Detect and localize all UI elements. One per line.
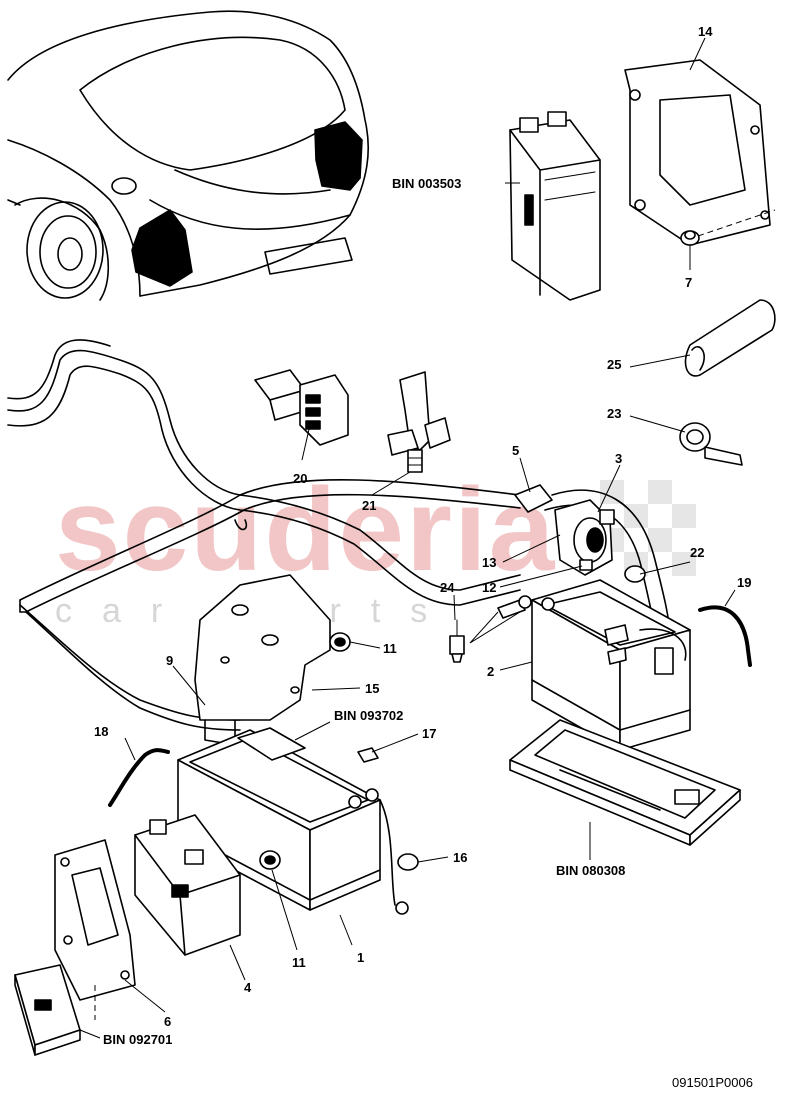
callout-3: 3 bbox=[615, 451, 622, 466]
bin-ref-093702: BIN 093702 bbox=[334, 708, 403, 723]
grommet-11-lower bbox=[259, 850, 281, 870]
callout-21: 21 bbox=[362, 498, 376, 513]
callout-4: 4 bbox=[244, 980, 252, 995]
leader-lines bbox=[79, 37, 736, 1039]
connector-12 bbox=[579, 559, 593, 571]
callout-7: 7 bbox=[685, 275, 692, 290]
battery-2 bbox=[497, 579, 691, 751]
callout-24: 24 bbox=[440, 580, 455, 595]
callout-6: 6 bbox=[164, 1014, 171, 1029]
callout-20: 20 bbox=[293, 471, 307, 486]
bin-references: BIN 003503 BIN 093702 BIN 080308 BIN 092… bbox=[103, 176, 625, 1047]
callout-labels: 1 2 3 4 5 6 7 9 11 11 12 13 14 15 16 17 … bbox=[94, 24, 751, 1029]
cable-harness bbox=[7, 339, 521, 731]
bracket-9 bbox=[194, 574, 331, 746]
assembly-line bbox=[697, 209, 776, 237]
callout-16: 16 bbox=[453, 850, 467, 865]
cap-22 bbox=[624, 565, 646, 583]
watermark-checker-flag bbox=[600, 480, 696, 576]
unit-092701 bbox=[14, 964, 81, 1056]
bin-ref-003503: BIN 003503 bbox=[392, 176, 461, 191]
callout-11-lower: 11 bbox=[292, 955, 306, 970]
callout-23: 23 bbox=[607, 406, 621, 421]
nut-17 bbox=[357, 747, 379, 763]
grommet-11-upper bbox=[329, 632, 351, 652]
clamp-23 bbox=[679, 422, 743, 466]
callout-22: 22 bbox=[690, 545, 704, 560]
battery-1 bbox=[177, 727, 409, 915]
callout-5: 5 bbox=[512, 443, 519, 458]
bracket-14 bbox=[624, 59, 771, 246]
car-outline bbox=[7, 10, 370, 301]
bin-ref-092701: BIN 092701 bbox=[103, 1032, 172, 1047]
sensor-24 bbox=[449, 619, 465, 663]
wire-18 bbox=[108, 748, 170, 807]
callout-2: 2 bbox=[487, 664, 494, 679]
bracket-6 bbox=[54, 839, 136, 1001]
callout-17: 17 bbox=[422, 726, 436, 741]
callout-18: 18 bbox=[94, 724, 108, 739]
callout-13: 13 bbox=[482, 555, 496, 570]
connector-21 bbox=[387, 371, 451, 473]
edge-protector-25 bbox=[684, 299, 776, 377]
module-4 bbox=[134, 814, 241, 956]
control-unit-003503 bbox=[509, 111, 601, 301]
bin-ref-080308: BIN 080308 bbox=[556, 863, 625, 878]
disconnect-switch-3 bbox=[554, 499, 615, 576]
nut-7 bbox=[680, 230, 700, 246]
callout-15: 15 bbox=[365, 681, 379, 696]
fuse-holder-20 bbox=[254, 369, 349, 446]
callout-11-upper: 11 bbox=[383, 641, 397, 656]
callout-19: 19 bbox=[737, 575, 751, 590]
callout-12: 12 bbox=[482, 580, 496, 595]
watermark-brand: scuderia bbox=[55, 464, 556, 596]
wire-19 bbox=[698, 605, 752, 667]
callout-9: 9 bbox=[166, 653, 173, 668]
callout-1: 1 bbox=[357, 950, 364, 965]
callout-14: 14 bbox=[698, 24, 713, 39]
callout-25: 25 bbox=[607, 357, 621, 372]
battery-tray-080308 bbox=[509, 719, 741, 846]
cap-16 bbox=[397, 853, 419, 871]
diagram-code: 091501P0006 bbox=[672, 1075, 753, 1090]
